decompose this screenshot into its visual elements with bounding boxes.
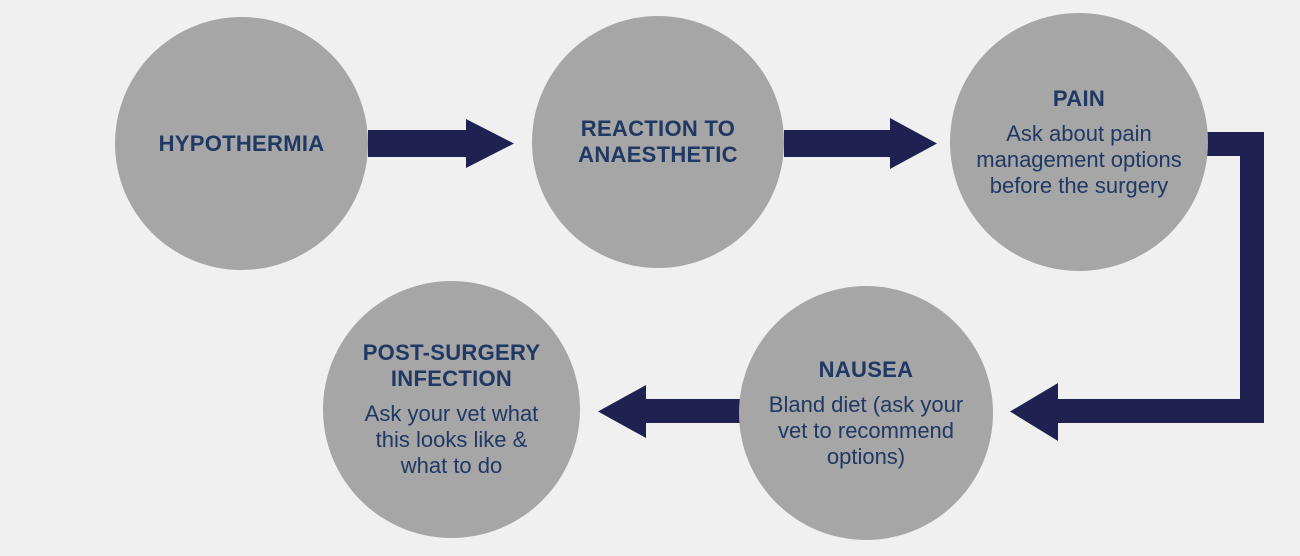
step-body: Ask about pain management options before… — [976, 120, 1182, 198]
arrow-hypothermia-to-reaction — [368, 119, 514, 168]
arrow-pain-to-nausea-elbow — [1010, 132, 1264, 441]
step-circle-post-surgery-infection: POST-SURGERY INFECTION Ask your vet what… — [323, 281, 580, 538]
step-title: REACTION TO ANAESTHETIC — [578, 116, 738, 167]
step-title: NAUSEA — [818, 356, 914, 382]
step-body: Ask your vet what this looks like & what… — [364, 401, 539, 478]
step-body: Bland diet (ask your vet to recommend op… — [768, 391, 964, 469]
step-title: POST-SURGERY INFECTION — [362, 340, 541, 391]
step-circle-hypothermia: HYPOTHERMIA — [115, 17, 368, 270]
arrow-nausea-to-infection — [598, 385, 740, 438]
step-circle-pain: PAIN Ask about pain management options b… — [950, 13, 1208, 271]
step-title: HYPOTHERMIA — [158, 130, 325, 156]
step-circle-reaction-to-anaesthetic: REACTION TO ANAESTHETIC — [532, 16, 784, 268]
step-circle-nausea: NAUSEA Bland diet (ask your vet to recom… — [739, 286, 993, 540]
step-title: PAIN — [1052, 85, 1106, 111]
arrow-reaction-to-pain — [784, 118, 937, 169]
